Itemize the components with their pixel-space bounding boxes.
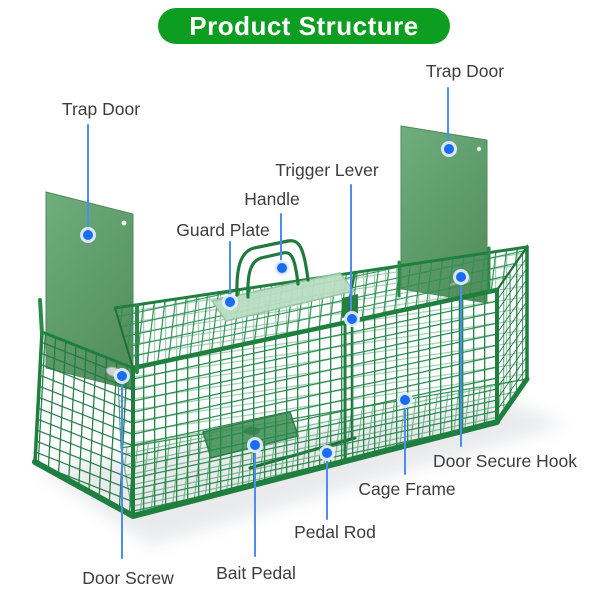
label-guard-plate: Guard Plate — [176, 220, 270, 240]
dot-guard-plate — [222, 294, 238, 310]
handle-shape — [235, 239, 310, 299]
door-slide-channels — [38, 246, 491, 374]
dot-trigger-lever — [344, 311, 360, 327]
dot-bait-pedal — [247, 437, 263, 453]
label-bait-pedal: Bait Pedal — [216, 563, 296, 583]
dot-trap-door-left — [80, 227, 96, 243]
door-hole — [476, 146, 482, 152]
label-trap-door-left: Trap Door — [61, 99, 141, 119]
label-handle: Handle — [244, 189, 300, 209]
label-trigger-lever: Trigger Lever — [275, 160, 379, 180]
callout-dots — [80, 141, 469, 461]
dot-door-secure-hook — [453, 269, 469, 285]
callout-lines — [87, 87, 462, 559]
door-hole — [121, 220, 127, 226]
dot-pedal-rod — [319, 445, 335, 461]
dot-door-screw — [114, 368, 130, 384]
dot-handle — [274, 260, 290, 276]
dot-cage-frame — [397, 392, 413, 408]
page-title: Product Structure — [158, 8, 450, 44]
label-cage-frame: Cage Frame — [358, 479, 456, 499]
label-door-screw: Door Screw — [82, 568, 174, 588]
dot-trap-door-right — [441, 141, 457, 157]
label-trap-door-right: Trap Door — [425, 61, 505, 81]
label-pedal-rod: Pedal Rod — [294, 522, 376, 542]
label-door-secure-hook: Door Secure Hook — [433, 451, 577, 471]
